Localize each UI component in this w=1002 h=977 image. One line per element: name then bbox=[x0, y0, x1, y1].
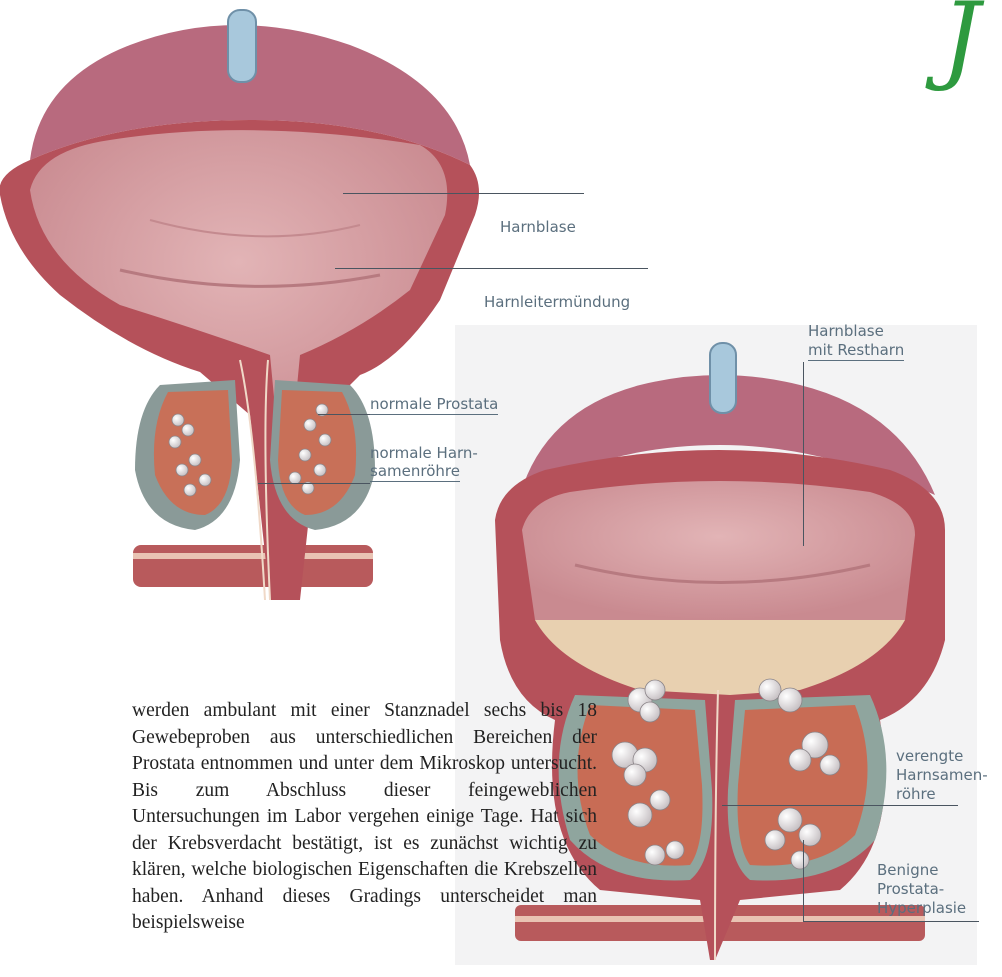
label-harnleitermuendung: Harnleitermündung bbox=[484, 293, 630, 311]
leader-line-bph-vertical bbox=[803, 840, 804, 922]
label-normale-prostata: normale Prostata bbox=[370, 395, 498, 415]
label-bph-3: Hyperplasie bbox=[877, 899, 966, 917]
body-text: werden ambulant mit einer Stanznadel sec… bbox=[132, 698, 597, 937]
label-normale-harnsamenroehre-1: normale Harn- bbox=[370, 444, 478, 462]
leader-line-normale-prostata bbox=[318, 414, 370, 415]
leader-line-restharn bbox=[803, 362, 804, 546]
leader-line-normale-harnsamenroehre bbox=[258, 483, 370, 484]
leader-line-harnleitermuendung bbox=[335, 268, 648, 269]
label-bph-2: Prostata- bbox=[877, 880, 944, 898]
normal-bladder-figure bbox=[0, 10, 479, 600]
pelvic-floor-muscle bbox=[133, 545, 373, 587]
bladder-cavity-2 bbox=[522, 481, 915, 620]
label-bph-1: Benigne bbox=[877, 861, 938, 879]
label-normale-harnsamenroehre-2: samenröhre bbox=[370, 462, 460, 482]
ureter-tube-2 bbox=[710, 343, 736, 413]
leader-line-harnblase bbox=[343, 193, 584, 194]
label-harnblase-restharn-1: Harnblase bbox=[808, 322, 884, 340]
body-paragraph: werden ambulant mit einer Stanznadel sec… bbox=[132, 698, 597, 937]
label-harnblase-restharn-2: mit Restharn bbox=[808, 341, 904, 361]
leader-line-verengte-harnsamenroehre bbox=[722, 805, 958, 806]
label-verengte-2: Harnsamen- bbox=[896, 766, 988, 784]
ureter-tube bbox=[228, 10, 256, 82]
leader-line-bph-horizontal bbox=[803, 921, 979, 922]
decorative-letter: J bbox=[942, 0, 980, 94]
label-harnblase: Harnblase bbox=[500, 218, 576, 236]
label-verengte-1: verengte bbox=[896, 747, 963, 765]
label-verengte-3: röhre bbox=[896, 785, 936, 803]
